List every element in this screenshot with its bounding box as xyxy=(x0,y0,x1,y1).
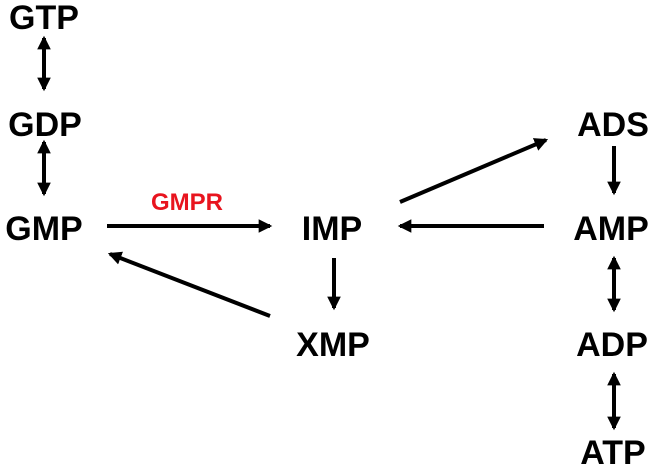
nodes: GTP GDP GMP IMP XMP ADS AMP ADP ATP xyxy=(5,0,649,472)
node-gdp: GDP xyxy=(8,106,82,144)
enzyme-label-gmpr: GMPR xyxy=(151,189,223,216)
edges xyxy=(37,35,621,431)
node-imp: IMP xyxy=(302,210,362,248)
node-ads: ADS xyxy=(577,106,649,144)
node-gtp: GTP xyxy=(9,0,79,37)
edge-imp-ads xyxy=(399,138,549,204)
node-amp: AMP xyxy=(573,210,649,248)
node-atp: ATP xyxy=(580,434,645,472)
node-adp: ADP xyxy=(576,326,648,364)
node-xmp: XMP xyxy=(296,326,370,364)
edge-xmp-gmp xyxy=(107,251,271,318)
node-gmp: GMP xyxy=(5,210,82,248)
